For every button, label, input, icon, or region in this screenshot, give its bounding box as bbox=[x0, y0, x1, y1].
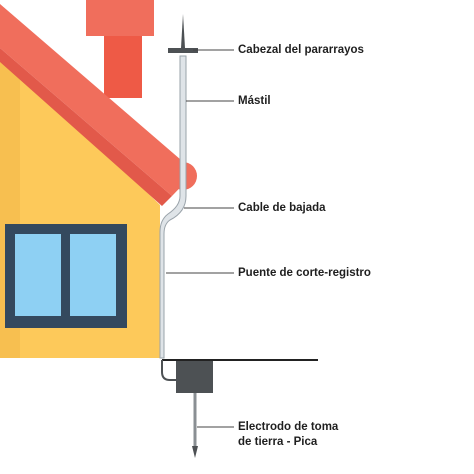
electrode-tip bbox=[192, 446, 198, 458]
mast bbox=[159, 55, 187, 359]
roof-underside bbox=[0, 48, 172, 206]
ground-cable bbox=[161, 360, 178, 381]
roof bbox=[0, 4, 195, 196]
label-earth-electrode: Electrodo de toma de tierra - Pica bbox=[238, 420, 358, 450]
window-pane-left bbox=[15, 234, 61, 316]
chimney bbox=[104, 28, 142, 98]
window-pane-right bbox=[70, 234, 116, 316]
chimney-cap bbox=[86, 0, 154, 36]
label-rod-head: Cabezal del pararrayos bbox=[238, 44, 364, 56]
label-down-cable: Cable de bajada bbox=[238, 202, 326, 214]
rod-spike bbox=[181, 14, 185, 48]
label-mast: Mástil bbox=[238, 95, 271, 107]
test-joint-box bbox=[176, 361, 213, 393]
label-earth-electrode-line2: de tierra - Pica bbox=[238, 436, 318, 448]
rod-crossbar bbox=[168, 48, 198, 53]
label-earth-electrode-line1: Electrodo de toma bbox=[238, 421, 339, 433]
label-test-joint: Puente de corte-registro bbox=[238, 267, 371, 279]
